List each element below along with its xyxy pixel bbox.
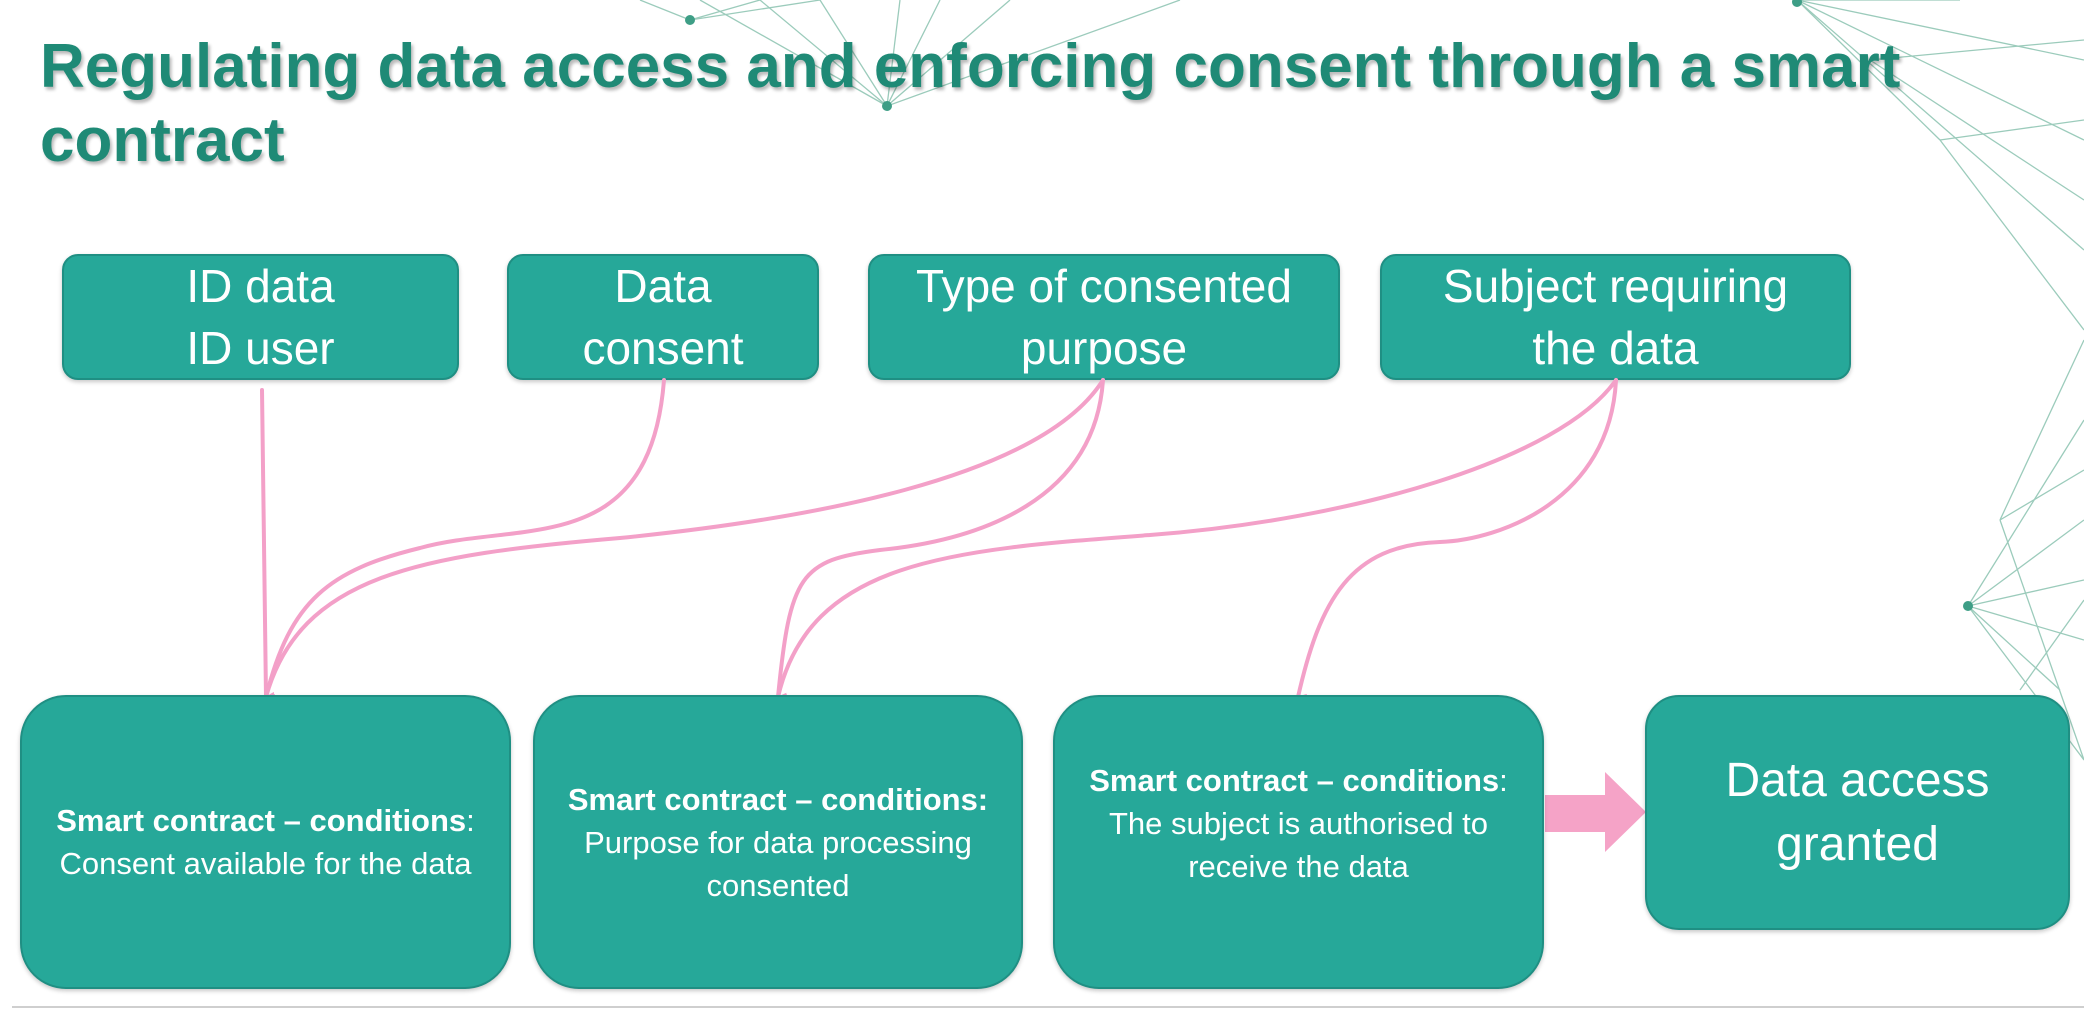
input-box-data-consent: Data consent — [507, 254, 819, 380]
condition-heading: Smart contract – conditions: — [567, 781, 989, 817]
input-box-line: Data — [614, 260, 712, 312]
condition-body: The subject is authorised to receive the… — [1108, 806, 1489, 884]
condition-heading-suffix: : — [1499, 763, 1508, 798]
slide-title: Regulating data access and enforcing con… — [40, 32, 1901, 175]
condition-heading: Smart contract – conditions — [1089, 763, 1500, 798]
input-box-line: ID user — [186, 322, 335, 374]
input-box-line: Subject requiring — [1442, 260, 1789, 312]
input-box-subject-requiring-data: Subject requiring the data — [1380, 254, 1851, 380]
result-line: Data access — [1725, 753, 1990, 807]
input-box-line: the data — [1532, 322, 1699, 374]
input-box-id-data: ID data ID user — [62, 254, 459, 380]
condition-body: Purpose for data processing consented — [584, 824, 972, 903]
input-box-line: ID data — [186, 260, 335, 312]
condition-box-subject-authorised: Smart contract – conditions: The subject… — [1053, 695, 1544, 989]
condition-heading: Smart contract – conditions — [56, 803, 467, 838]
condition-heading-suffix: : — [466, 803, 475, 838]
input-box-line: Type of consented — [916, 260, 1292, 312]
condition-box-purpose: Smart contract – conditions: Purpose for… — [533, 695, 1023, 989]
condition-body: Consent available for the data — [59, 846, 472, 881]
result-line: granted — [1776, 817, 1939, 871]
result-box-data-access-granted: Data access granted — [1645, 695, 2070, 930]
footer-divider — [12, 1006, 2084, 1008]
input-box-line: purpose — [1020, 322, 1188, 374]
input-box-line: consent — [582, 322, 744, 374]
input-box-consented-purpose: Type of consented purpose — [868, 254, 1340, 380]
condition-box-consent: Smart contract – conditions: Consent ava… — [20, 695, 511, 989]
